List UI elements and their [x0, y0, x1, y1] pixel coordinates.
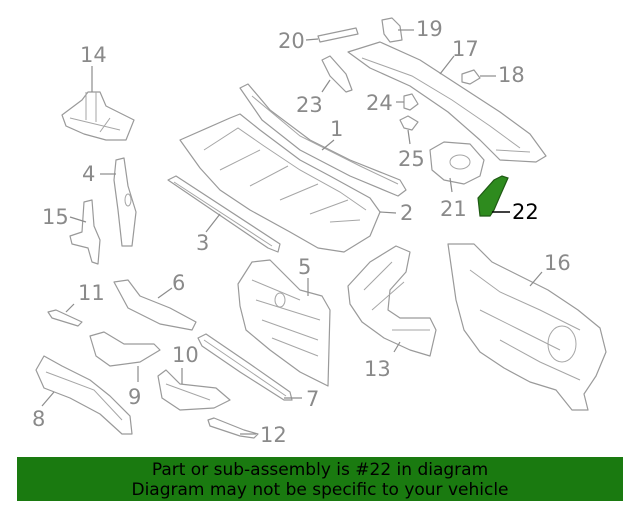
part-19[interactable]: 19	[381, 17, 443, 43]
info-banner: Part or sub-assembly is #22 in diagram D…	[17, 457, 623, 501]
part-1[interactable]: 1	[239, 83, 407, 197]
part-11[interactable]: 11	[47, 281, 105, 327]
part-13[interactable]: 13	[347, 245, 437, 381]
part-25[interactable]: 25	[398, 115, 425, 171]
part-6[interactable]: 6	[113, 271, 197, 331]
callout-19: 19	[416, 17, 443, 41]
part-21[interactable]: 21	[429, 141, 485, 221]
part-9[interactable]: 9	[89, 331, 161, 409]
callout-17: 17	[452, 37, 479, 61]
callout-4: 4	[82, 162, 95, 186]
part-18[interactable]: 18	[461, 63, 525, 87]
part-8[interactable]: 8	[32, 355, 133, 435]
callout-22: 22	[512, 200, 539, 224]
part-15[interactable]: 15	[42, 199, 101, 265]
part-12[interactable]: 12	[207, 417, 287, 447]
callout-12: 12	[260, 423, 287, 447]
callout-18: 18	[498, 63, 525, 87]
part-14[interactable]: 14	[61, 43, 135, 141]
part-4[interactable]: 4	[82, 157, 137, 247]
banner-line-1: Part or sub-assembly is #22 in diagram	[151, 460, 489, 480]
callout-21: 21	[440, 197, 467, 221]
callout-23: 23	[296, 93, 323, 117]
callout-14: 14	[80, 43, 107, 67]
part-20[interactable]: 20	[278, 27, 359, 53]
callout-25: 25	[398, 147, 425, 171]
part-24[interactable]: 24	[366, 91, 419, 115]
callout-11: 11	[78, 281, 105, 305]
callout-2: 2	[400, 201, 413, 225]
callout-6: 6	[172, 271, 185, 295]
part-3[interactable]: 3	[167, 175, 281, 255]
part-2[interactable]: 2	[179, 113, 413, 253]
banner-line-2: Diagram may not be specific to your vehi…	[131, 480, 509, 500]
callout-7: 7	[306, 387, 319, 411]
callout-24: 24	[366, 91, 393, 115]
part-5[interactable]: 5	[237, 255, 331, 387]
part-10[interactable]: 10	[157, 343, 231, 411]
part-16[interactable]: 16	[447, 243, 607, 411]
callout-15: 15	[42, 205, 69, 229]
part-22[interactable]: 22	[477, 175, 539, 224]
callout-8: 8	[32, 407, 45, 431]
callout-9: 9	[128, 385, 141, 409]
callout-10: 10	[172, 343, 199, 367]
callout-3: 3	[196, 231, 209, 255]
callout-20: 20	[278, 29, 305, 53]
callout-1: 1	[330, 117, 343, 141]
callout-16: 16	[544, 251, 571, 275]
callout-5: 5	[298, 255, 311, 279]
callout-13: 13	[364, 357, 391, 381]
part-23[interactable]: 23	[296, 55, 353, 117]
part-17[interactable]: 17	[347, 37, 547, 163]
part-7[interactable]: 7	[197, 333, 319, 411]
